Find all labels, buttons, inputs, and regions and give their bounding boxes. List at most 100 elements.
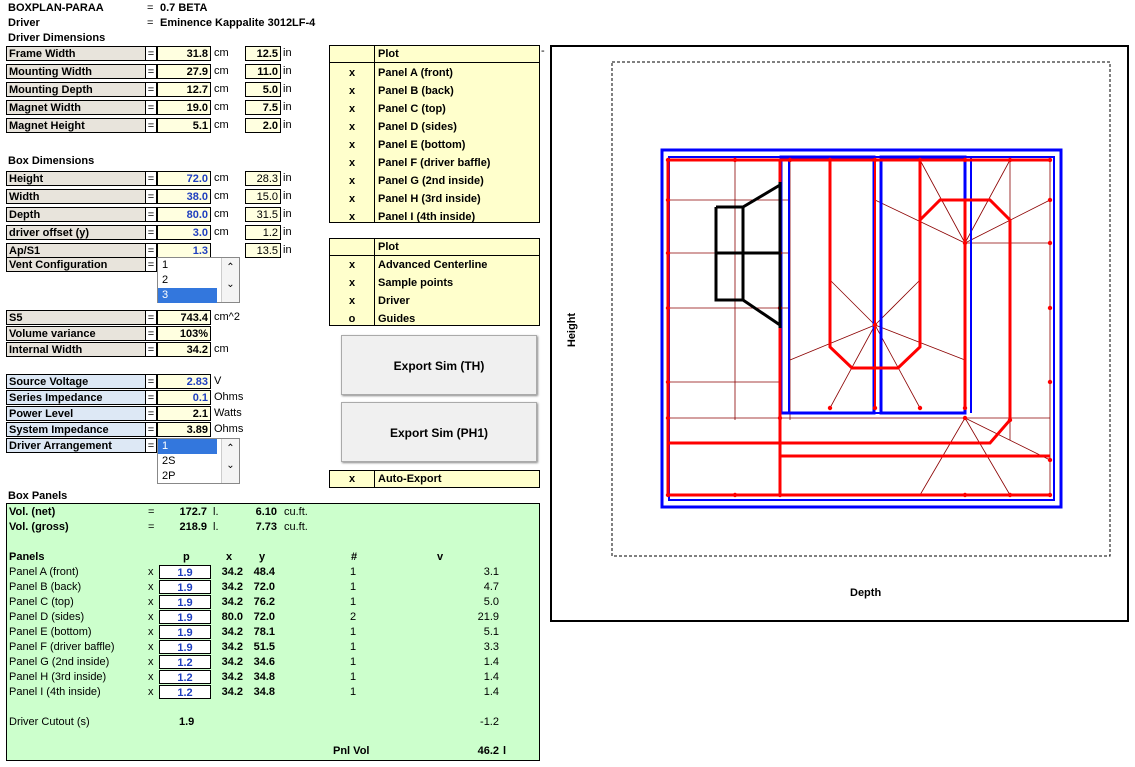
arrangement-eq: = (145, 438, 157, 453)
vent-option-3[interactable]: 3 (158, 288, 217, 303)
chevron-up-icon[interactable]: ⌃ (226, 262, 235, 273)
box-dim-in-unit: in (283, 244, 292, 256)
panel-p-input[interactable]: 1.2 (159, 655, 211, 669)
arrangement-option-2s[interactable]: 2S (162, 455, 176, 467)
panels-header: Panels (9, 551, 45, 563)
plot-option-checkbox[interactable]: x (348, 259, 356, 271)
plot-option-checkbox[interactable]: x (348, 277, 356, 289)
panel-x: 34.2 (221, 566, 243, 578)
plot-panel-checkbox[interactable]: x (348, 67, 356, 79)
panel-p-input[interactable]: 1.9 (159, 610, 211, 624)
panel-p-input[interactable]: 1.9 (159, 565, 211, 579)
plot-panel-checkbox[interactable]: x (348, 193, 356, 205)
panel-p-input[interactable]: 1.2 (159, 670, 211, 684)
panel-y: 34.8 (253, 671, 275, 683)
plot-panel-checkbox[interactable]: x (348, 121, 356, 133)
plot-panel-checkbox[interactable]: x (348, 211, 356, 223)
sample-point (1047, 492, 1053, 498)
panel-mark[interactable]: x (148, 671, 154, 683)
panel-p-input[interactable]: 1.9 (159, 640, 211, 654)
arrangement-option-1[interactable]: 1 (158, 439, 217, 454)
plot-panel-checkbox[interactable]: x (348, 157, 356, 169)
vent-scrollbar[interactable]: ⌃ ⌄ (221, 258, 239, 302)
electrical-value[interactable]: 2.83 (157, 374, 211, 389)
export-sim-th-button[interactable]: Export Sim (TH) (341, 335, 537, 395)
panel-mark[interactable]: x (148, 686, 154, 698)
driver-dim-eq: = (145, 118, 157, 133)
driver-arrangement-listbox[interactable]: 1 2S 2P ⌃ ⌄ (157, 438, 240, 484)
box-dim-in-value: 1.2 (245, 225, 281, 240)
plot-panel-checkbox[interactable]: x (348, 139, 356, 151)
driver-dim-in-value: 5.0 (245, 82, 281, 97)
panel-mark[interactable]: x (148, 641, 154, 653)
panel-p-input[interactable]: 1.9 (159, 595, 211, 609)
panel-p-input[interactable]: 1.9 (159, 625, 211, 639)
box-dim-eq: = (145, 243, 157, 258)
chevron-up-icon[interactable]: ⌃ (226, 443, 235, 454)
plot-option-checkbox[interactable]: x (348, 295, 356, 307)
box-dim-input[interactable]: 3.0 (157, 225, 211, 240)
plot-panel-checkbox[interactable]: x (348, 175, 356, 187)
vol-net-cuft-unit: cu.ft. (284, 506, 308, 518)
vent-configuration-listbox[interactable]: 1 2 3 ⌃ ⌄ (157, 257, 240, 303)
depth-axis-label: Depth (850, 587, 882, 599)
chevron-down-icon[interactable]: ⌄ (226, 279, 235, 290)
box-dim-input[interactable]: 80.0 (157, 207, 211, 222)
arrangement-option-2p[interactable]: 2P (162, 470, 176, 482)
plot-panel-checkbox[interactable]: x (348, 103, 356, 115)
vol-net-cuft: 6.10 (255, 506, 277, 518)
export-sim-ph1-button[interactable]: Export Sim (PH1) (341, 402, 537, 462)
panel-mark[interactable]: x (148, 611, 154, 623)
box-dim-unit: cm (214, 226, 229, 238)
auto-export-checkbox[interactable]: x (348, 473, 356, 485)
panel-v: 3.3 (483, 641, 499, 653)
panel-p-input[interactable]: 1.2 (159, 685, 211, 699)
volume-unit: cm^2 (214, 311, 240, 323)
vent-configuration-label: Vent Configuration (6, 257, 146, 272)
driver-dim-in-unit: in (283, 119, 292, 131)
sample-point (1047, 157, 1053, 163)
sample-point (1047, 457, 1053, 463)
diagram-canvas (611, 61, 1111, 557)
panel-mark[interactable]: x (148, 566, 154, 578)
panel-mark[interactable]: x (148, 626, 154, 638)
arrangement-scrollbar[interactable]: ⌃ ⌄ (221, 439, 239, 483)
panel-mark[interactable]: x (148, 596, 154, 608)
box-dimensions-title: Box Dimensions (8, 155, 95, 167)
sample-point (917, 405, 923, 411)
driver-dim-cm-value: 19.0 (157, 100, 211, 115)
plot-option-checkbox[interactable]: o (348, 313, 356, 325)
plot-panel-checkbox[interactable]: x (348, 85, 356, 97)
chevron-down-icon[interactable]: ⌄ (226, 460, 235, 471)
panel-mark[interactable]: x (148, 581, 154, 593)
panel-x: 80.0 (221, 611, 243, 623)
vent-option-2[interactable]: 2 (162, 274, 169, 286)
driver-dim-cm-value: 31.8 (157, 46, 211, 61)
panel-y: 72.0 (253, 611, 275, 623)
sample-point (1007, 492, 1013, 498)
panel-p-input[interactable]: 1.9 (159, 580, 211, 594)
x-header: x (226, 551, 233, 563)
panel-count: 1 (350, 596, 357, 608)
sample-point (1047, 197, 1053, 203)
sample-point (1047, 379, 1053, 385)
electrical-value[interactable]: 0.1 (157, 390, 211, 405)
driver-dim-cm-value: 12.7 (157, 82, 211, 97)
auto-export-row[interactable]: x Auto-Export (329, 470, 540, 488)
box-dim-label: driver offset (y) (6, 225, 146, 240)
driver-dim-in-unit: in (283, 47, 292, 59)
box-dim-input[interactable]: 72.0 (157, 171, 211, 186)
panel-x: 34.2 (221, 626, 243, 638)
panel-mark[interactable]: x (148, 656, 154, 668)
vol-gross-liters: 218.9 (179, 521, 207, 533)
pnl-vol-label: Pnl Vol (333, 745, 370, 757)
box-dim-in-unit: in (283, 172, 292, 184)
sample-point (962, 492, 968, 498)
panel-v: 1.4 (483, 686, 499, 698)
box-panels-title: Box Panels (8, 490, 68, 502)
box-dim-input[interactable]: 1.3 (157, 243, 211, 258)
box-dim-input[interactable]: 38.0 (157, 189, 211, 204)
sample-point (732, 492, 738, 498)
sample-point (665, 415, 671, 421)
vent-option-1[interactable]: 1 (162, 259, 169, 271)
